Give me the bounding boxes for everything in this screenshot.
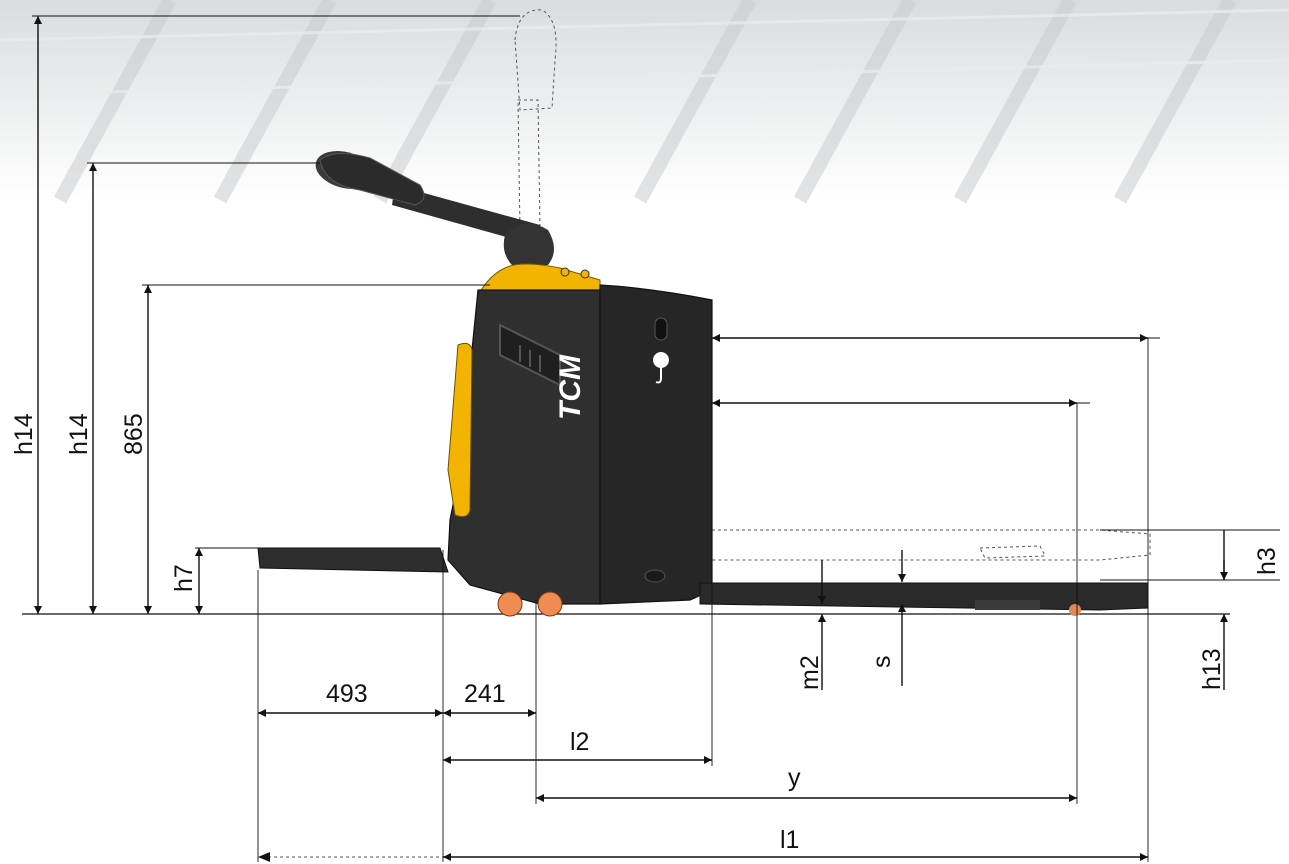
fork-right <box>699 582 1149 611</box>
vent-grille <box>499 323 561 387</box>
label-493: 493 <box>326 680 368 708</box>
label-241: 241 <box>464 680 506 708</box>
tiller-arm <box>315 150 554 268</box>
label-h7: h7 <box>170 564 198 592</box>
dimension-lines <box>34 16 1228 862</box>
side-bumper <box>447 342 473 518</box>
label-h13: h13 <box>1198 648 1226 690</box>
drive-wheel <box>497 591 523 617</box>
label-l1: l1 <box>780 826 799 854</box>
label-l2: l2 <box>570 728 589 756</box>
tcm-logo: TCM <box>554 354 587 420</box>
label-865: 865 <box>120 413 148 455</box>
pallet-truck: TCM <box>257 9 1151 617</box>
background-roof <box>0 0 1289 204</box>
platform-folded <box>257 547 449 573</box>
dimension-labels: h14 h14 865 h7 h3 h13 m2 s 493 241 l2 y … <box>10 413 1281 854</box>
lift-hook-icon <box>653 317 669 384</box>
label-s: s <box>868 656 896 669</box>
label-y: y <box>788 764 801 792</box>
label-h14-extended: h14 <box>10 413 38 455</box>
caster-wheel <box>537 591 563 617</box>
raised-forks-outline <box>711 529 1151 561</box>
label-m2: m2 <box>796 655 824 690</box>
top-cover <box>479 263 601 293</box>
label-h14-lowered: h14 <box>65 413 93 455</box>
label-h3: h3 <box>1253 547 1281 575</box>
